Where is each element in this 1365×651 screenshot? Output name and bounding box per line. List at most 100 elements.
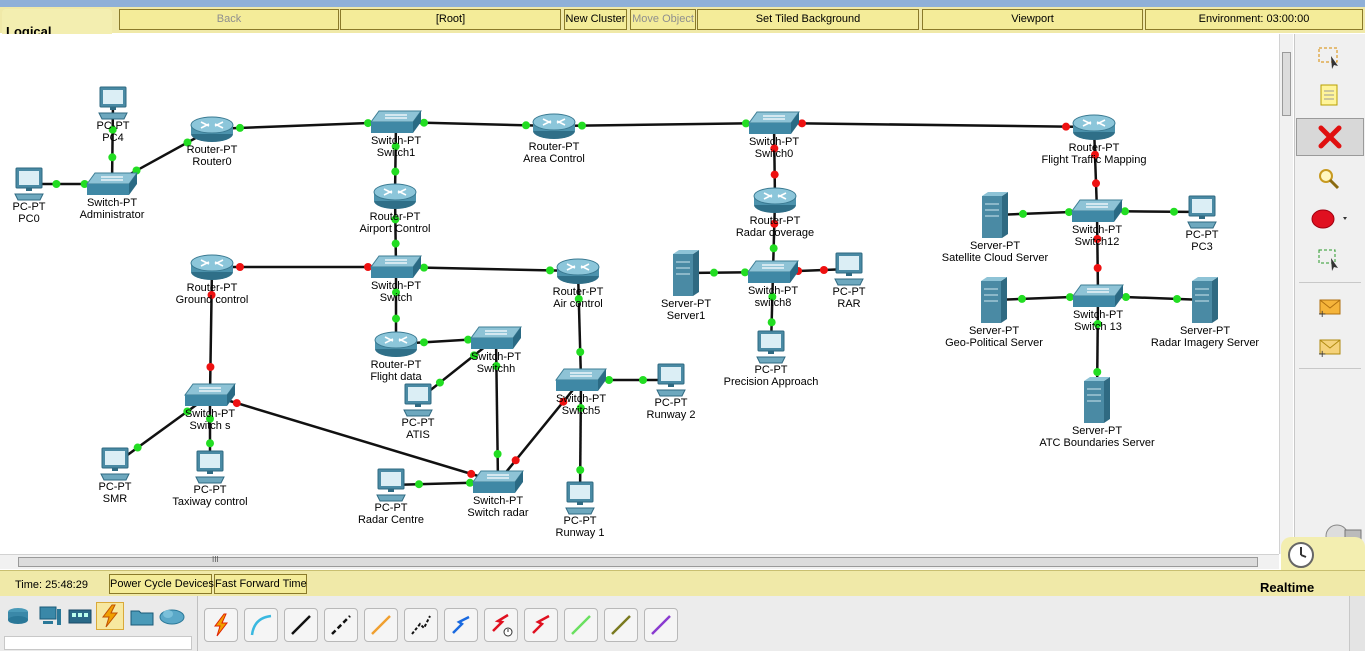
delete-icon[interactable] xyxy=(1296,118,1364,156)
device-type-label: Router-PT xyxy=(528,141,580,153)
root-breadcrumb[interactable]: [Root] xyxy=(340,9,561,30)
switch-icon xyxy=(1028,283,1168,309)
horizontal-scroll-thumb[interactable] xyxy=(18,557,1258,567)
device-type-label: Router-PT xyxy=(369,211,421,223)
move-object-button[interactable]: Move Object xyxy=(630,9,696,30)
power-cycle-devices-button[interactable]: Power Cycle Devices xyxy=(109,574,214,594)
set-tiled-background-button[interactable]: Set Tiled Background xyxy=(697,9,919,30)
simple-pdu-icon[interactable]: + xyxy=(1307,290,1351,324)
connections-icon[interactable] xyxy=(96,602,124,630)
router-icon xyxy=(325,181,465,211)
octal-cable-icon[interactable] xyxy=(564,608,598,642)
link-line[interactable] xyxy=(1095,210,1100,297)
multiuser-icon[interactable] xyxy=(158,602,186,630)
link-line[interactable] xyxy=(209,393,499,484)
straight-through-cable-icon[interactable] xyxy=(284,608,318,642)
viewport-button[interactable]: Viewport xyxy=(922,9,1143,30)
vertical-scroll-thumb[interactable] xyxy=(1282,52,1291,116)
cable-panel-scrollbar[interactable] xyxy=(1349,596,1365,651)
link-line[interactable] xyxy=(553,121,775,128)
horizontal-scrollbar[interactable]: III xyxy=(0,554,1279,569)
note-icon[interactable] xyxy=(1307,78,1351,112)
fast-forward-time-button[interactable]: Fast Forward Time xyxy=(214,574,307,594)
link-line[interactable] xyxy=(208,266,214,396)
components-icon[interactable] xyxy=(66,602,94,630)
misc-icon[interactable] xyxy=(128,602,156,630)
new-cluster-button[interactable]: New Cluster xyxy=(564,9,627,30)
select-icon[interactable] xyxy=(1307,40,1351,74)
complex-pdu-icon[interactable]: + xyxy=(1307,330,1351,364)
coaxial-cable-icon[interactable] xyxy=(444,608,478,642)
vertical-scrollbar[interactable] xyxy=(1279,34,1293,554)
serial-dce-icon[interactable] xyxy=(484,608,518,642)
link-line[interactable] xyxy=(576,270,583,381)
link-status-dot xyxy=(207,290,216,299)
inspect-icon[interactable] xyxy=(1307,162,1351,196)
link-line[interactable] xyxy=(578,379,583,499)
console-cable-icon[interactable] xyxy=(244,608,278,642)
link-status-dot xyxy=(419,338,428,347)
device-name-label: Switch0 xyxy=(754,148,794,160)
draw-ellipse-icon[interactable] xyxy=(1307,202,1351,236)
link-line[interactable] xyxy=(114,393,211,466)
switch-icon xyxy=(426,325,566,351)
device-name-label: Switch 13 xyxy=(1074,321,1122,333)
serial-dte-icon[interactable] xyxy=(524,608,558,642)
crossover-cable-icon[interactable] xyxy=(324,608,358,642)
switch-icon xyxy=(42,171,182,197)
back-button[interactable]: Back xyxy=(119,9,339,30)
auto-connection-icon[interactable] xyxy=(204,608,238,642)
end-devices-icon[interactable] xyxy=(36,602,64,630)
environment-button[interactable]: Environment: 03:00:00 xyxy=(1145,9,1363,30)
link-status-dot xyxy=(770,170,779,179)
iot-custom-cable-icon[interactable] xyxy=(604,608,638,642)
link-line[interactable] xyxy=(773,121,1095,129)
link-line[interactable] xyxy=(497,379,582,483)
phone-cable-icon[interactable] xyxy=(404,608,438,642)
device-categories xyxy=(0,596,198,651)
realtime-tab[interactable] xyxy=(1281,537,1365,573)
fiber-cable-icon[interactable] xyxy=(364,608,398,642)
network-devices-icon[interactable] xyxy=(4,602,32,630)
link-line[interactable] xyxy=(772,122,777,201)
usb-cable-icon[interactable] xyxy=(644,608,678,642)
resize-icon[interactable] xyxy=(1307,242,1351,276)
link-line[interactable] xyxy=(1092,126,1099,212)
